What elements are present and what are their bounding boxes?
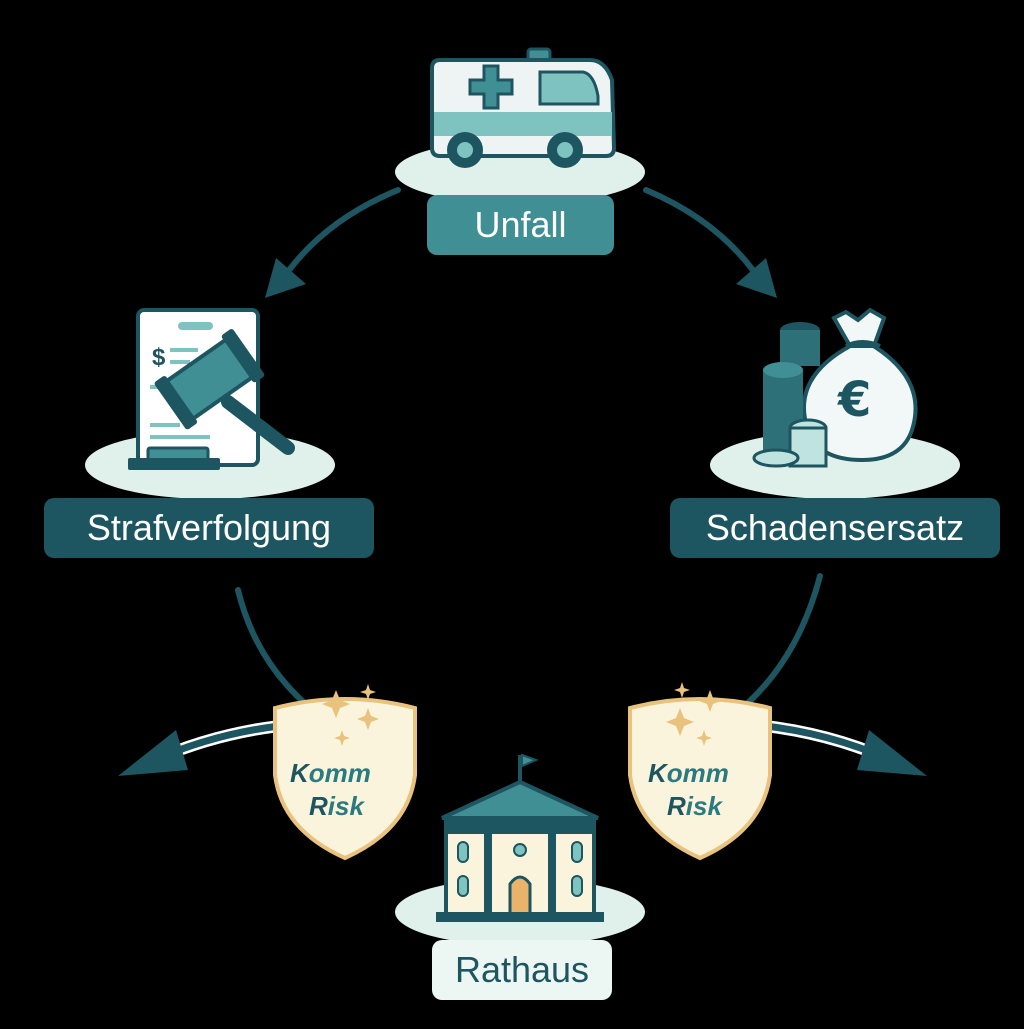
ambulance-icon bbox=[430, 47, 617, 168]
shield-left-omm: omm bbox=[309, 758, 371, 788]
svg-text:Komm: Komm bbox=[290, 758, 371, 788]
svg-text:$: $ bbox=[152, 344, 166, 371]
svg-text:Risk: Risk bbox=[309, 791, 365, 821]
gavel-document-icon: $ bbox=[128, 308, 295, 470]
schadensersatz-label: Schadensersatz bbox=[670, 498, 1000, 558]
shield-right-omm: omm bbox=[667, 758, 729, 788]
komm-risk-shield-left: Komm Risk bbox=[273, 684, 417, 861]
rathaus-label: Rathaus bbox=[432, 940, 612, 1000]
shield-right-r: R bbox=[667, 791, 686, 821]
shield-left-r: R bbox=[309, 791, 328, 821]
arrow-unfall-to-strafverfolgung bbox=[265, 187, 401, 298]
shield-left-k: K bbox=[290, 758, 311, 788]
town-hall-icon bbox=[436, 753, 604, 922]
money-bag-euro-icon: € bbox=[752, 307, 918, 468]
shield-right-k: K bbox=[648, 758, 669, 788]
arrow-unfall-to-schadensersatz bbox=[643, 187, 777, 298]
unfall-label: Unfall bbox=[427, 195, 614, 255]
shield-left-isk: isk bbox=[328, 791, 366, 821]
komm-risk-shield-right: Komm Risk bbox=[628, 682, 772, 861]
strafverfolgung-label: Strafverfolgung bbox=[44, 498, 374, 558]
shield-right-isk: isk bbox=[686, 791, 724, 821]
svg-text:Komm: Komm bbox=[648, 758, 729, 788]
svg-text:€: € bbox=[837, 372, 871, 428]
svg-text:Risk: Risk bbox=[667, 791, 723, 821]
